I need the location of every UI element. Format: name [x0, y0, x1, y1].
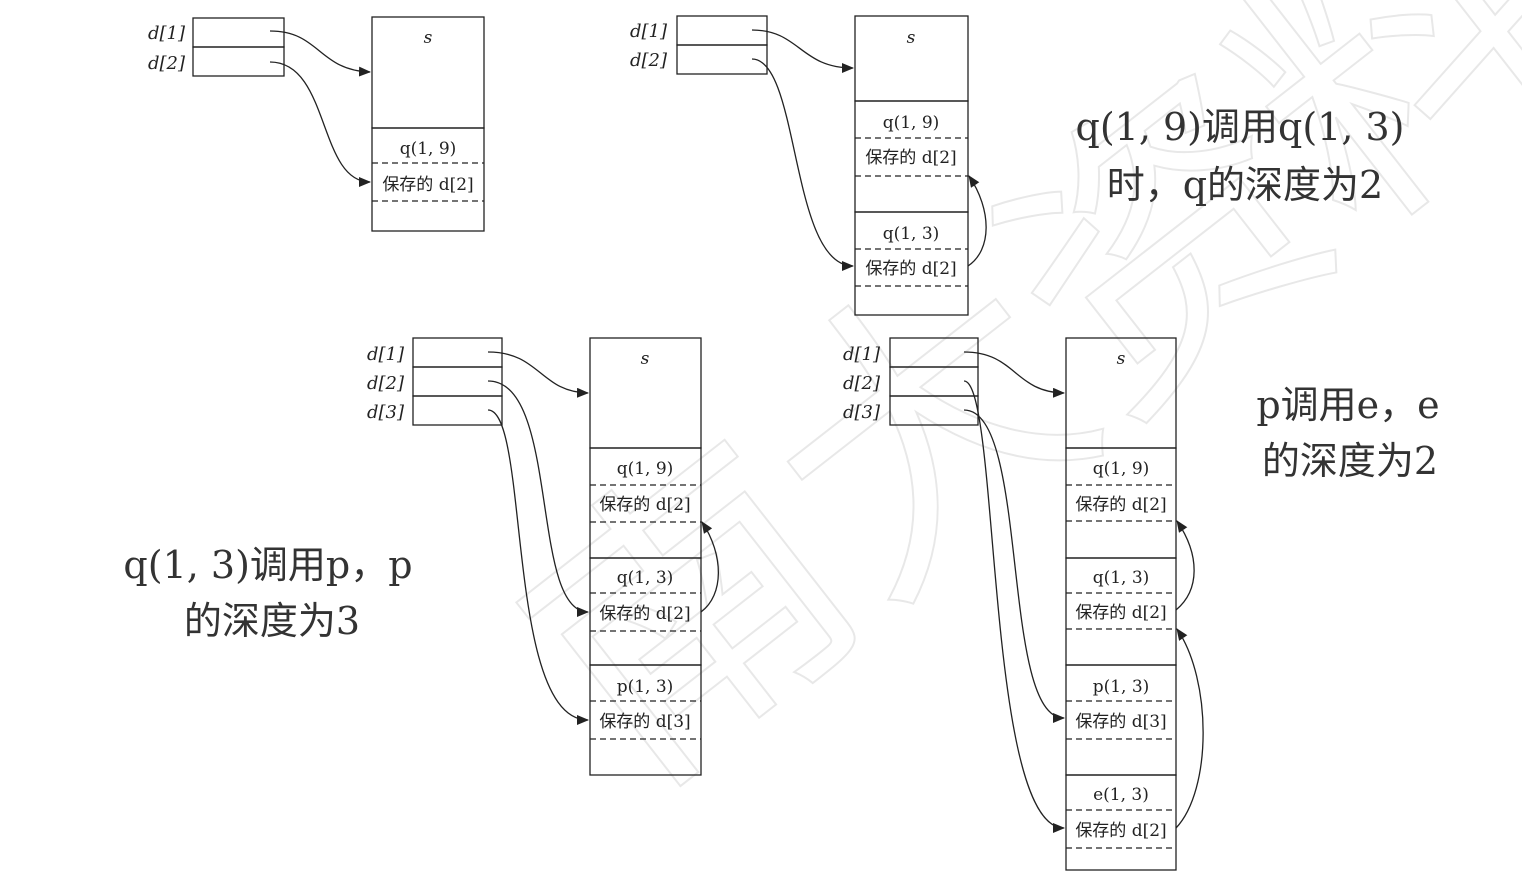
- annotation-2-line-2: 的深度为3: [184, 599, 360, 643]
- saved-d2-label: 保存的 d[2]: [1075, 603, 1166, 623]
- display-cell-1: [192, 17, 285, 48]
- display-cell-2: [192, 46, 285, 77]
- arrow-saved-to-q19: [700, 521, 719, 613]
- display-label-d2: d[2]: [367, 373, 405, 394]
- panel-2: [676, 15, 987, 316]
- arrow-d3-to-p13-saved: [963, 409, 1065, 723]
- panel-4-labels: d[1] d[2] d[3] s q(1, 9) 保存的 d[2] q(1, 3…: [843, 344, 1167, 841]
- saved-d2-label: 保存的 d[2]: [1075, 495, 1166, 515]
- saved-d2-label: 保存的 d[2]: [865, 259, 956, 279]
- display-label-d3: d[3]: [843, 402, 881, 423]
- stack-frame-q13: [854, 211, 969, 316]
- arrow-d2-to-saved: [269, 61, 371, 187]
- saved-d2-label: 保存的 d[2]: [1075, 821, 1166, 841]
- display-cell-3: [412, 395, 503, 426]
- saved-d2-label: 保存的 d[2]: [599, 495, 690, 515]
- display-label-d1: d[1]: [148, 23, 186, 44]
- arrow-d1-to-s: [963, 351, 1065, 398]
- display-label-d3: d[3]: [367, 402, 405, 423]
- panel-2-labels: d[1] d[2] s q(1, 9) 保存的 d[2] q(1, 3) 保存的…: [630, 21, 957, 279]
- saved-d2-label: 保存的 d[2]: [865, 148, 956, 168]
- arrow-d1-to-s: [487, 351, 589, 398]
- frame-label-s: s: [641, 349, 650, 369]
- saved-d3-label: 保存的 d[3]: [599, 712, 690, 732]
- display-label-d2: d[2]: [843, 373, 881, 394]
- display-label-d2: d[2]: [148, 53, 186, 74]
- arrow-d2-to-q13-saved: [751, 58, 854, 271]
- saved-d2-label: 保存的 d[2]: [599, 604, 690, 624]
- stack-frame-p13: [589, 664, 702, 776]
- frame-label-q13: q(1, 3): [883, 224, 940, 244]
- frame-label-p13: p(1, 3): [617, 677, 674, 697]
- stack-frame-q19: [371, 127, 485, 232]
- frame-label-q19: q(1, 9): [617, 459, 674, 479]
- panel-4: [889, 337, 1204, 871]
- display-cell-2: [676, 44, 768, 75]
- frame-label-p13: p(1, 3): [1093, 677, 1150, 697]
- arrow-d1-to-s: [751, 29, 854, 73]
- saved-d2-label: 保存的 d[2]: [382, 175, 473, 195]
- annotation-1-line-1: q(1, 9)调用q(1, 3): [1076, 105, 1405, 149]
- arrow-q13-saved-to-q19: [1175, 520, 1195, 611]
- saved-d3-label: 保存的 d[3]: [1075, 712, 1166, 732]
- arrow-d1-to-s: [269, 30, 371, 77]
- display-label-d1: d[1]: [630, 21, 668, 42]
- annotation-3-line-1: p调用e，e: [1256, 383, 1439, 427]
- panel-3: [412, 337, 719, 776]
- panel-1-labels: d[1] d[2] s q(1, 9) 保存的 d[2]: [148, 23, 474, 195]
- panel-1: [192, 16, 485, 232]
- display-label-d2: d[2]: [630, 50, 668, 71]
- frame-label-q19: q(1, 9): [400, 139, 457, 159]
- arrow-e13-saved-to-q13: [1175, 628, 1204, 829]
- display-label-d1: d[1]: [367, 344, 405, 365]
- frame-label-s: s: [907, 28, 916, 48]
- annotation-3-line-2: 的深度为2: [1262, 439, 1438, 483]
- annotation-2-line-1: q(1, 3)调用p，p: [123, 543, 412, 587]
- panel-3-labels: d[1] d[2] d[3] s q(1, 9) 保存的 d[2] q(1, 3…: [367, 344, 691, 732]
- display-label-d1: d[1]: [843, 344, 881, 365]
- frame-label-q19: q(1, 9): [883, 113, 940, 133]
- frame-label-s: s: [1117, 349, 1126, 369]
- frame-label-s: s: [424, 28, 433, 48]
- annotation-1-line-2: 时，q的深度为2: [1107, 163, 1384, 207]
- arrow-d2-to-e13-saved: [963, 380, 1065, 833]
- stack-frame-e13: [1065, 774, 1177, 871]
- frame-label-q19: q(1, 9): [1093, 459, 1150, 479]
- arrow-saved-to-q19: [967, 175, 987, 267]
- arrow-d2-to-q13-saved: [487, 380, 589, 617]
- frame-label-q13: q(1, 3): [1093, 568, 1150, 588]
- arrow-d3-to-p13-saved: [487, 409, 589, 725]
- frame-label-e13: e(1, 3): [1093, 785, 1149, 805]
- frame-label-q13: q(1, 3): [617, 568, 674, 588]
